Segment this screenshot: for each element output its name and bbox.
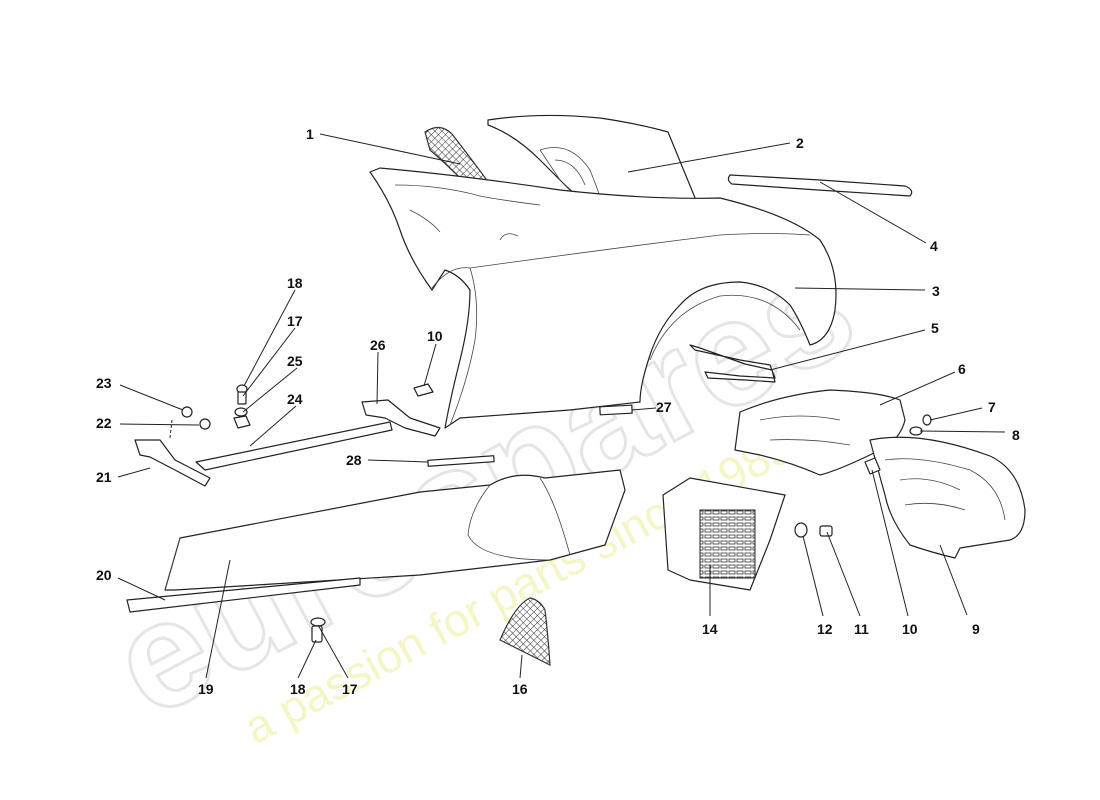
part-17-18-25-fastener-stack xyxy=(233,384,251,429)
part-17-washer-lower xyxy=(310,617,326,627)
callout-8: 8 xyxy=(1012,427,1020,443)
part-22-nut xyxy=(199,418,211,430)
part-28-strip xyxy=(427,455,495,467)
callout-20: 20 xyxy=(96,567,112,583)
callout-26: 26 xyxy=(370,337,386,353)
part-9-rear-liner xyxy=(869,436,1026,559)
part-10-clip-upper xyxy=(413,383,434,397)
callout-7: 7 xyxy=(988,399,996,415)
callout-14: 14 xyxy=(702,621,718,637)
part-6-wheel-arch-liner xyxy=(734,389,906,476)
part-5-bracket xyxy=(689,344,776,383)
part-19-side-skirt xyxy=(164,469,626,591)
callout-17-upper: 17 xyxy=(287,313,303,329)
part-11-bolt xyxy=(819,525,833,537)
callout-18-lower: 18 xyxy=(290,681,306,697)
callout-25: 25 xyxy=(287,353,303,369)
callout-9: 9 xyxy=(972,621,980,637)
callout-22: 22 xyxy=(96,415,112,431)
callout-21: 21 xyxy=(96,469,112,485)
part-21-bracket xyxy=(134,439,211,487)
callout-1: 1 xyxy=(306,126,314,142)
part-24-trim-strip xyxy=(195,421,393,471)
part-3-rear-quarter-panel xyxy=(369,167,837,429)
callout-27: 27 xyxy=(656,399,672,415)
callout-28: 28 xyxy=(346,452,362,468)
part-20-sill-strip xyxy=(126,577,361,613)
part-23-screw xyxy=(181,406,193,418)
callout-2: 2 xyxy=(796,135,804,151)
callout-labels: 1 2 3 4 5 6 7 8 9 10 10 11 12 14 16 17 1… xyxy=(96,126,1020,697)
part-18-bolt-lower xyxy=(311,625,323,643)
callout-10-upper: 10 xyxy=(427,328,443,344)
callout-12: 12 xyxy=(817,621,833,637)
leader-lines xyxy=(117,133,1006,679)
callout-6: 6 xyxy=(958,361,966,377)
callout-3: 3 xyxy=(932,283,940,299)
part-27-pad xyxy=(599,404,633,416)
callout-5: 5 xyxy=(931,320,939,336)
part-16-triangular-mesh xyxy=(499,597,551,667)
callout-24: 24 xyxy=(287,391,303,407)
callout-10-lower: 10 xyxy=(902,621,918,637)
callout-18-upper: 18 xyxy=(287,275,303,291)
part-12-washer xyxy=(794,522,808,538)
callout-16: 16 xyxy=(512,681,528,697)
part-7-screw xyxy=(922,414,932,426)
part-4-rail-strip xyxy=(727,174,913,197)
callout-4: 4 xyxy=(930,238,938,254)
part-26-bracket xyxy=(361,399,441,437)
callout-19: 19 xyxy=(198,681,214,697)
callout-17-lower: 17 xyxy=(342,681,358,697)
part-14-grille-panel xyxy=(662,477,786,591)
callout-23: 23 xyxy=(96,375,112,391)
callout-11: 11 xyxy=(854,621,869,637)
part-10-clip-right xyxy=(864,457,881,475)
